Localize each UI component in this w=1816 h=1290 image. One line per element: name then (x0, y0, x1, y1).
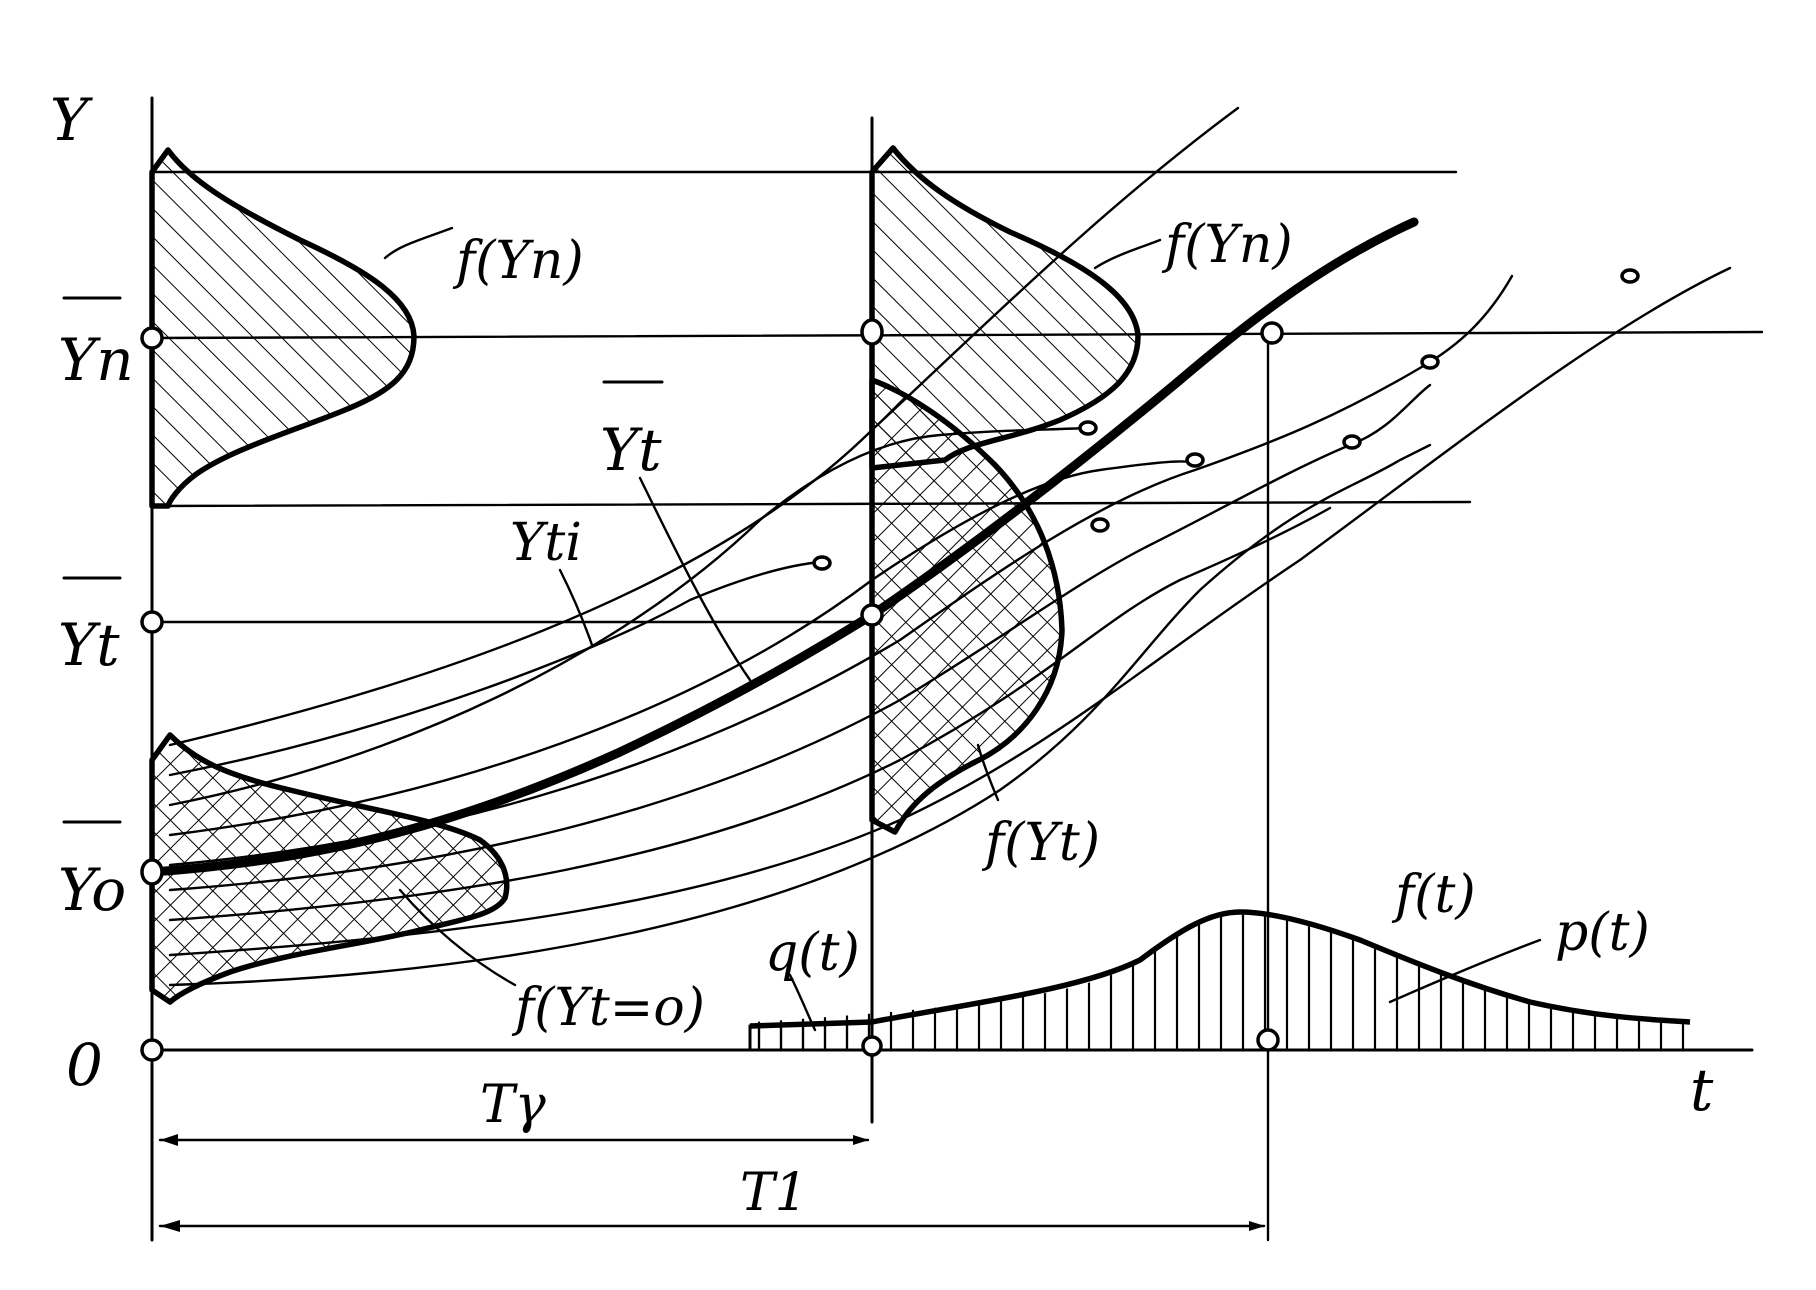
realization-2 (168, 560, 822, 777)
realization-3 (168, 426, 1090, 807)
mid-yt-marker (860, 603, 884, 627)
t1-label: T1 (740, 1163, 808, 1223)
y-axis-label: Y (50, 86, 93, 154)
realization-5 (168, 274, 1514, 867)
endpoint-3 (1090, 517, 1110, 533)
text-labels: Y t 0 Yп Yt Yo f(Yп) f(Yп) Yt Yti f(Yt) … (50, 86, 1714, 1223)
t-axis-label: t (1690, 1056, 1714, 1124)
yt-tick-label: Yt (58, 611, 120, 679)
leader-q-t (788, 973, 817, 1032)
leader-lines (383, 226, 1542, 1032)
t-gamma-label: Tγ (480, 1075, 547, 1135)
leader-p-t (1388, 938, 1542, 1004)
yti-label: Yti (510, 513, 582, 573)
f-t-curve (871, 909, 1691, 1025)
dimension-arrows (158, 1134, 1266, 1232)
leader-f-yn-right (1093, 238, 1162, 270)
y0-tick-label: Yo (58, 856, 126, 924)
endpoint-6 (1420, 354, 1440, 370)
f-t-density (752, 912, 1690, 1050)
f-yn-right-label: f(Yп) (1161, 215, 1293, 275)
mid-t-marker (861, 1035, 883, 1057)
t1-t-marker (1256, 1028, 1280, 1052)
f-yt0-density (149, 732, 510, 1005)
f-yn-left-density (149, 147, 417, 509)
yn-axis-marker (140, 326, 164, 350)
f-yn-left-label: f(Yп) (452, 231, 584, 291)
t1-yn-marker (1260, 321, 1284, 345)
realization-7 (168, 506, 1332, 922)
leader-f-yn-left (383, 226, 454, 260)
f-yt-density (869, 377, 1065, 835)
q-t-label: q(t) (765, 923, 860, 983)
leader-f-yt (976, 743, 1000, 802)
f-yt-label: f(Yt) (981, 813, 1100, 873)
realization-8 (168, 266, 1732, 957)
realization-1 (168, 106, 1240, 747)
realization-endpoints (812, 268, 1640, 571)
mid-yn-marker (860, 318, 884, 346)
origin-marker (140, 1038, 164, 1062)
endpoint-5 (1342, 434, 1362, 450)
leader-f-yt0 (398, 888, 517, 987)
lower-bound-line (150, 500, 1472, 508)
f-t-label: f(t) (1391, 865, 1476, 925)
endpoint-1 (812, 555, 832, 571)
realization-curves (168, 106, 1732, 987)
axis-markers (140, 318, 1284, 1062)
yt-curve-label: Yt (600, 416, 662, 484)
endpoint-2 (1078, 420, 1098, 436)
leader-yt-curve (638, 476, 752, 682)
realization-9 (168, 443, 1432, 987)
endpoint-4 (1185, 452, 1205, 468)
origin-label: 0 (66, 1031, 103, 1099)
realization-4 (168, 460, 1190, 837)
yt-axis-marker (140, 610, 164, 634)
leader-yti (558, 568, 594, 647)
y0-axis-marker (140, 858, 164, 886)
f-yn-right-density (869, 145, 1141, 471)
f-yt0-label: f(Yt=o) (511, 978, 705, 1038)
p-t-label: p(t) (1555, 903, 1650, 963)
endpoint-7 (1620, 268, 1640, 284)
yn-tick-label: Yп (58, 326, 134, 394)
